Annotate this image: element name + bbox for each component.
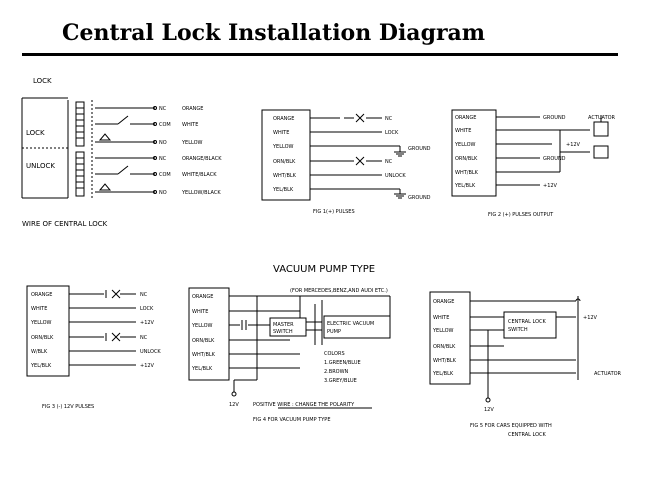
fig5-wire-4: ORN/BLK [433,344,456,350]
fig1-wire-6: YEL/BLK [272,187,294,193]
lock-terminal-2: COM [159,122,171,128]
fig1-wire-4: ORN/BLK [273,159,296,165]
fig5-wire-1: ORANGE [433,299,454,305]
fig3-wire-3: YELLOW [30,320,52,326]
fig3-wire-2: WHITE [31,306,47,312]
fig4-wire-4: ORN/BLK [192,338,215,344]
fig2-wire-1: ORANGE [455,115,476,121]
lock-wire-4: ORANGE/BLACK [182,156,222,162]
lock-terminal-4: NC [159,156,167,162]
fig4-note: (FOR MERCEDES,BENZ,AND AUDI ETC.) [290,288,388,294]
fig3-wire-6: YEL/BLK [30,363,52,369]
fig2-wire-2: WHITE [455,128,471,134]
fig2-wire-6: YEL/BLK [454,183,476,189]
fig5-wire-6: YEL/BLK [432,371,454,377]
fig4-color-1: 1.GREEN/BLUE [324,360,361,366]
fig2-out-2: +12V [566,142,581,148]
fig4-supply: 12V [229,402,239,408]
fig3-wire-5: W/BLK [31,349,48,355]
fig3-out-2: LOCK [140,306,154,312]
fig1-wire-5: WHT/BLK [273,173,297,179]
fig1-out-4: NC [385,159,393,165]
fig2-actuator-label: ACTUATOR [588,115,616,121]
page-title: Central Lock Installation Diagram [62,20,486,46]
fig5-switch-line1: CENTRAL LOCK [508,319,547,325]
fig4-wire-1: ORANGE [192,294,213,300]
fig5-actuator-label: ACTUATOR [594,371,622,377]
fig3-out-4: NC [140,335,148,341]
lock-wire-5: WHITE/BLACK [182,172,217,178]
fig4-wire-6: YEL/BLK [191,366,213,372]
lock-terminal-6: NO [159,190,167,196]
pump-line2: PUMP [327,329,341,335]
relay-label-unlock: UNLOCK [26,162,55,170]
fig3-block [26,285,136,377]
fig4-wire-2: WHITE [192,309,208,315]
lock-wire-1: ORANGE [182,106,203,112]
fig2-wire-4: ORN/BLK [455,156,478,162]
master-switch-line1: MASTER [273,322,294,328]
fig4-caption: FIG 4 FOR VACUUM PUMP TYPE [253,417,330,423]
vacuum-heading: VACUUM PUMP TYPE [273,264,375,275]
fig5-block [429,291,581,403]
fig4-wire-5: WHT/BLK [192,352,216,358]
fig4-wire-3: YELLOW [191,323,213,329]
lock-relay-block: LOCK LOCK UNLOCK [21,77,157,199]
fig1-out-5: UNLOCK [385,173,406,179]
fig5-supply-right: +12V [583,315,598,321]
relay-label-lock: LOCK [26,129,45,137]
fig3-caption: FIG 3 (-) 12V PULSES [42,404,94,410]
fig1-out-2: LOCK [385,130,399,136]
fig1-out-1: NC [385,116,393,122]
pump-line1: ELECTRIC VACUUM [327,321,374,327]
fig5-supply-bottom: 12V [484,407,494,413]
fig5-caption-2: CENTRAL LOCK [508,432,547,438]
fig1-caption: FIG 1(+) PULSES [313,209,355,215]
fig2-out-3: GROUND [543,156,566,162]
lock-terminal-1: NC [159,106,167,112]
fig4-polarity-note: POSITIVE WIRE : CHANGE THE POLARITY [253,402,355,408]
fig2-wire-5: WHT/BLK [455,170,479,176]
lock-wire-2: WHITE [182,122,198,128]
lock-caption: WIRE OF CENTRAL LOCK [22,220,108,228]
lock-terminal-5: COM [159,172,171,178]
fig4-colors-title: COLORS [324,351,345,357]
lock-wire-6: YELLOW/BLACK [181,190,221,196]
fig1-out-3: GROUND [408,146,431,152]
fig3-out-5: UNLOCK [140,349,161,355]
fig5-wire-2: WHITE [433,315,449,321]
fig2-out-4: +12V [543,183,558,189]
fig4-color-3: 3.GREY/BLUE [324,378,357,384]
fig3-out-1: NC [140,292,148,298]
fig4-color-2: 2.BROWN [324,369,349,375]
lock-terminal-3: NO [159,140,167,146]
fig2-caption: FIG 2 (+) PULSES OUTPUT [488,212,554,218]
fig5-wire-3: YELLOW [432,328,454,334]
fig2-wire-3: YELLOW [454,142,476,148]
fig2-out-1: GROUND [543,115,566,121]
fig3-out-6: +12V [140,363,155,369]
fig2-block [451,109,609,197]
lock-heading: LOCK [33,77,52,85]
fig5-switch-line2: SWITCH [508,327,528,333]
fig1-out-6: GROUND [408,195,431,201]
fig1-wire-1: ORANGE [273,116,294,122]
fig3-wire-4: ORN/BLK [31,335,54,341]
fig1-wire-2: WHITE [273,130,289,136]
fig4-block [188,287,391,409]
fig1-block [261,109,406,201]
fig3-out-3: +12V [140,320,155,326]
fig5-caption-1: FIG 5 FOR CARS EQUIPPED WITH [470,423,552,429]
fig1-wire-3: YELLOW [272,144,294,150]
master-switch-line2: SWITCH [273,329,293,335]
title-underline [22,53,618,56]
fig5-wire-5: WHT/BLK [433,358,457,364]
lock-wire-3: YELLOW [181,140,203,146]
fig3-wire-1: ORANGE [31,292,52,298]
